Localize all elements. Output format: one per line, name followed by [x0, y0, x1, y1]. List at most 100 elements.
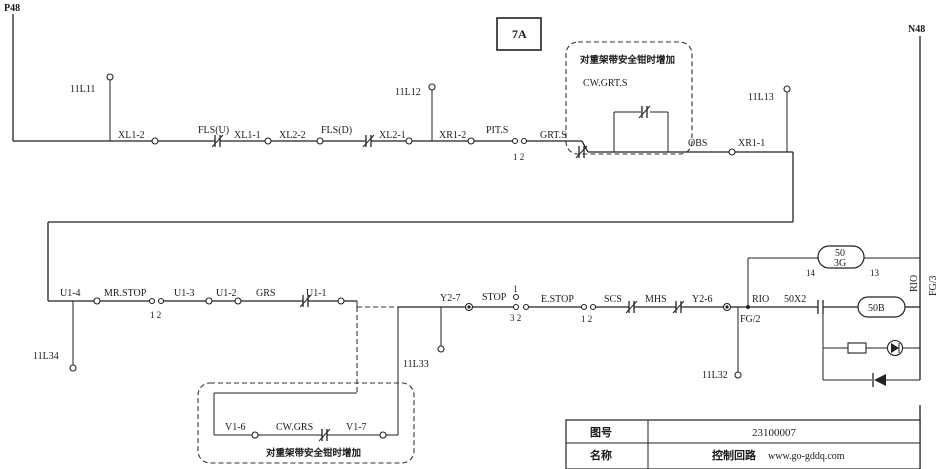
node-v1-7 — [379, 431, 387, 439]
label-fls-d: FLS(D) — [321, 125, 352, 136]
label-relay-50: 50 — [835, 248, 845, 259]
node-xr1-1 — [728, 148, 736, 156]
page-ref-right: N48 — [908, 24, 925, 35]
page-ref-left: P48 — [4, 3, 20, 14]
label-xl2-1: XL2-1 — [379, 130, 406, 141]
label-pits: PIT.S — [486, 125, 508, 136]
row-1-terminals — [106, 73, 791, 156]
contact-cwgrts — [638, 105, 651, 119]
label-grs: GRS — [256, 288, 275, 299]
relay-coil-50b — [857, 296, 906, 318]
row-2-terminals — [69, 293, 750, 439]
label-stop: STOP — [482, 292, 507, 303]
resistor-icon — [847, 342, 867, 354]
row-1-contacts — [211, 105, 651, 159]
label-y2-7: Y2-7 — [440, 293, 461, 304]
label-u1-1: U1-1 — [306, 288, 327, 299]
title-drawing-no: 23100007 — [752, 427, 797, 439]
node-pits-2 — [520, 137, 528, 145]
optional-top-note: 对重架带安全钳时增加 — [580, 54, 675, 66]
label-v1-7: V1-7 — [346, 422, 367, 433]
led-indicator-icon — [886, 339, 904, 357]
node-stop-3 — [512, 303, 520, 311]
node-xr1-2 — [467, 137, 475, 145]
node-xl2-2 — [316, 137, 324, 145]
title-name: 控制回路 — [712, 448, 757, 462]
label-rio-right: RIO — [909, 275, 920, 292]
label-scs: SCS — [604, 294, 622, 305]
label-11L12: 11L12 — [395, 87, 421, 98]
label-rio: RIO — [752, 294, 769, 305]
label-xl1-2: XL1-2 — [118, 130, 145, 141]
node-u1-1 — [337, 297, 345, 305]
terminal-11L12 — [428, 83, 436, 91]
terminal-11L32 — [734, 371, 742, 379]
node-mrstop-1 — [148, 297, 156, 305]
sheet-label-box — [496, 17, 542, 51]
label-11L33: 11L33 — [403, 359, 429, 370]
node-stop-1 — [512, 293, 520, 301]
title-name-label: 名称 — [590, 448, 612, 462]
label-grts: GRT.S — [540, 130, 567, 141]
diode-icon — [872, 373, 886, 387]
terminal-11L33 — [437, 345, 445, 353]
label-11L11: 11L11 — [70, 84, 95, 95]
label-xl2-2: XL2-2 — [279, 130, 306, 141]
label-relay-3g: 3G — [834, 258, 846, 269]
title-drawing-no-label: 图号 — [590, 426, 612, 439]
contact-cwgrs — [318, 428, 331, 442]
node-pits-1 — [511, 137, 519, 145]
label-estop: E.STOP — [541, 294, 574, 305]
label-u1-2: U1-2 — [216, 288, 237, 299]
contact-grs — [299, 294, 312, 308]
label-mrstop-pins: 1 2 — [150, 310, 161, 320]
node-u1-4 — [93, 297, 101, 305]
label-relay-50b: 50B — [868, 303, 885, 314]
label-cwgrs: CW.GRS — [276, 422, 313, 433]
label-11L13: 11L13 — [748, 92, 774, 103]
node-u1-3 — [205, 297, 213, 305]
label-xl1-1: XL1-1 — [234, 130, 261, 141]
watermark-url: www.go-gddq.com — [768, 451, 845, 462]
node-u1-2 — [234, 297, 242, 305]
label-estop-pins: 1 2 — [581, 314, 592, 324]
contact-grts — [575, 145, 588, 159]
contact-fls-u — [211, 134, 224, 148]
node-xl2-1 — [405, 137, 413, 145]
return-wiring — [47, 221, 793, 301]
row-1-wiring — [13, 80, 794, 222]
relay-coil-50-3g — [817, 245, 865, 269]
label-50x2: 50X2 — [784, 294, 806, 305]
contact-mhs — [672, 300, 685, 314]
label-11L34: 11L34 — [33, 351, 59, 362]
label-11L32: 11L32 — [702, 370, 728, 381]
label-fls-u: FLS(U) — [198, 125, 229, 136]
label-u1-4: U1-4 — [60, 288, 81, 299]
label-stop-pins-bottom: 3 2 — [510, 313, 521, 323]
node-xl1-1 — [264, 137, 272, 145]
label-xr1-1: XR1-1 — [738, 138, 765, 149]
node-mrstop-2 — [157, 297, 165, 305]
label-mhs: MHS — [645, 294, 667, 305]
contact-fls-d — [362, 134, 375, 148]
terminal-11L11 — [106, 73, 114, 81]
label-pin-14: 14 — [806, 268, 816, 278]
power-rails — [12, 14, 921, 469]
node-v1-6 — [251, 431, 259, 439]
contact-scs — [625, 300, 638, 314]
terminal-11L13 — [783, 85, 791, 93]
label-fg3-right: FG/3 — [928, 275, 939, 296]
node-stop-2 — [522, 303, 530, 311]
title-block — [565, 419, 921, 469]
junction-rio — [746, 305, 750, 309]
label-u1-3: U1-3 — [174, 288, 195, 299]
row-2-wiring — [48, 257, 920, 436]
sheet-label: 7A — [512, 27, 527, 41]
terminal-11L34 — [69, 364, 77, 372]
row-2-contacts — [299, 294, 824, 442]
node-xl1-2 — [151, 137, 159, 145]
label-y2-6: Y2-6 — [692, 294, 713, 305]
node-estop-1 — [580, 303, 588, 311]
label-stop-pin-top: 1 — [513, 284, 518, 294]
